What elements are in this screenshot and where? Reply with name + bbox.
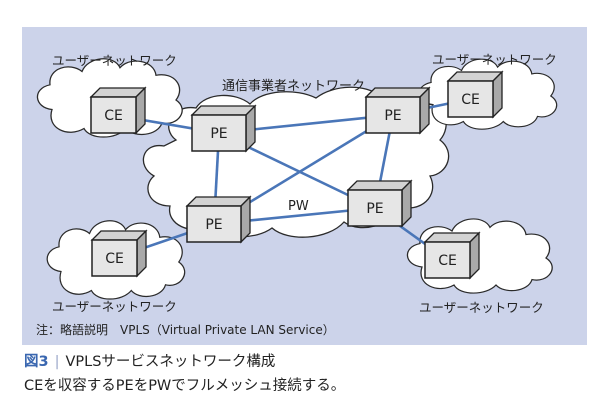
box-front-face (191, 114, 247, 152)
box-front-face (186, 205, 242, 243)
box-top-face (185, 196, 252, 207)
pe-bottom-right-node: PE (346, 179, 413, 228)
box-side-face (135, 86, 146, 135)
ce-top-right-label: CE (461, 92, 480, 108)
figure-title: VPLSサービスネットワーク構成 (65, 354, 276, 370)
box-side-face (492, 70, 503, 119)
pe-bottom-right-label: PE (366, 201, 383, 217)
box-top-face (346, 180, 413, 191)
box-front-face (90, 96, 137, 134)
user-network-label-bottom-left: ユーザーネットワーク (52, 299, 177, 314)
box-top-face (190, 105, 257, 116)
box-side-face (419, 86, 430, 135)
box-front-face (447, 80, 494, 118)
box-front-face (424, 241, 471, 279)
figure-number: 図3 (24, 354, 49, 370)
pe-bottom-left-label: PE (205, 217, 222, 233)
user-network-label-bottom-right: ユーザーネットワーク (419, 300, 544, 315)
box-side-face (240, 195, 251, 244)
pseudowire-label: PW (288, 199, 309, 214)
ce-bottom-right-node: CE (423, 231, 481, 280)
pe-top-left-node: PE (190, 104, 257, 153)
user-network-label-top-left: ユーザーネットワーク (52, 53, 177, 68)
abbreviation-note: 注：略語説明 VPLS（Virtual Private LAN Service） (36, 322, 335, 337)
figure-caption-title: 図3 | VPLSサービスネットワーク構成 (24, 350, 275, 371)
nodes-layer: PE PE PE PE CE CE CE CE (89, 70, 504, 280)
box-top-face (364, 87, 431, 98)
box-front-face (347, 189, 403, 227)
figure-caption-description: CEを収容するPEをPWでフルメッシュ接続する。 (24, 378, 346, 394)
box-front-face (365, 96, 421, 134)
ce-top-right-node: CE (446, 70, 504, 119)
ce-top-left-node: CE (89, 86, 147, 135)
box-front-face (91, 239, 138, 277)
ce-bottom-left-label: CE (105, 251, 124, 267)
pe-top-right-label: PE (384, 108, 401, 124)
box-side-face (401, 179, 412, 228)
pe-top-right-node: PE (364, 86, 431, 135)
carrier-network-label: 通信事業者ネットワーク (222, 78, 365, 94)
box-side-face (136, 229, 147, 278)
pe-top-left-label: PE (210, 126, 227, 142)
caption-separator: | (54, 354, 60, 370)
box-side-face (469, 231, 480, 280)
pe-bottom-left-node: PE (185, 195, 252, 244)
ce-top-left-label: CE (104, 108, 123, 124)
user-network-label-top-right: ユーザーネットワーク (432, 52, 557, 67)
box-side-face (245, 104, 256, 153)
ce-bottom-left-node: CE (90, 229, 148, 278)
ce-bottom-right-label: CE (438, 253, 457, 269)
